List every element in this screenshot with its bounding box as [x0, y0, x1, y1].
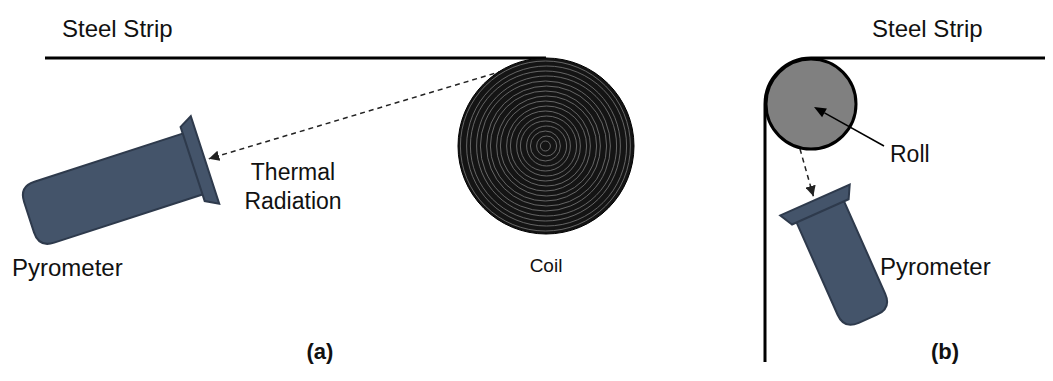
coil-winding — [520, 121, 570, 171]
edge-label-holder: Thermal Radiation — [230, 158, 356, 216]
panel-label: (b) — [920, 338, 970, 366]
label-holder: (b) — [920, 338, 970, 366]
pyrometer: Pyrometer — [770, 180, 900, 340]
coil-outline — [458, 58, 634, 234]
label-holder: (a) — [295, 338, 345, 366]
coil-winding — [467, 66, 627, 226]
label-holder: Steel Strip — [872, 14, 983, 44]
coil: Coil — [458, 58, 634, 234]
coil-winding — [530, 131, 560, 161]
coil-winding — [507, 106, 587, 186]
coil-winding — [517, 116, 577, 176]
pyrometer-symbol — [15, 116, 219, 261]
pyrometer-label: Pyrometer — [12, 253, 123, 283]
coil-winding — [477, 76, 617, 216]
radiation-arrow — [800, 149, 813, 196]
roll-body — [766, 59, 856, 149]
pyrometer-lens — [178, 116, 219, 208]
roll-outline — [765, 58, 857, 150]
text-holder: Roll — [890, 140, 930, 169]
coil-winding — [460, 61, 630, 231]
coil-winding — [497, 96, 597, 196]
text-holder: Coil — [458, 254, 634, 278]
pyrometer-lens — [780, 185, 855, 228]
leader-arrowhead — [814, 107, 827, 117]
steel-strip-line — [45, 57, 546, 60]
coil-winding — [480, 81, 610, 211]
strip-label: Steel Strip — [872, 14, 983, 44]
roll-label: Roll — [890, 140, 930, 169]
edge-label: Thermal Radiation — [230, 158, 356, 216]
coil-body — [458, 58, 634, 234]
coil-winding — [500, 101, 590, 191]
coil-winding — [537, 136, 557, 156]
coil-winding — [527, 126, 567, 166]
coil-winding — [510, 111, 580, 181]
steel-strip-line — [765, 58, 1045, 362]
text-holder: Pyrometer — [12, 253, 123, 283]
panel-label: (a) — [295, 338, 345, 366]
pyrometer-label: Pyrometer — [880, 252, 991, 282]
pyrometer-body — [795, 199, 891, 330]
roll: Roll — [765, 58, 857, 150]
strip-label: Steel Strip — [62, 14, 173, 44]
text-holder: Pyrometer — [880, 252, 991, 282]
pyrometer-outline — [10, 100, 225, 250]
label-holder: Steel Strip — [62, 14, 173, 44]
coil-winding — [470, 71, 620, 221]
coil-label: Coil — [458, 254, 634, 278]
pyrometer-body — [19, 133, 205, 248]
coil-winding — [487, 86, 607, 206]
coil-winding — [490, 91, 600, 201]
leader-line — [825, 113, 885, 146]
coil-winding — [540, 141, 550, 151]
pyrometer: Pyrometer — [10, 100, 225, 250]
